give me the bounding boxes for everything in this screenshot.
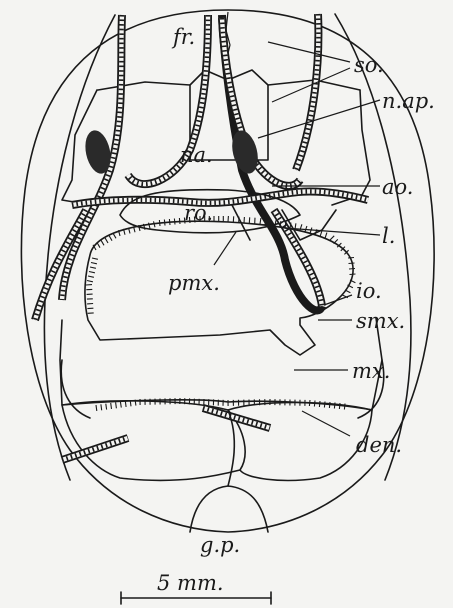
- leader-den: [302, 411, 350, 436]
- right-lateral-curve: [335, 14, 411, 480]
- label-io: io.: [356, 279, 382, 303]
- label-mx: mx.: [352, 359, 390, 383]
- leader-so-1: [268, 42, 350, 62]
- maxilla-lobe-left: [61, 360, 90, 418]
- label-den: den.: [356, 433, 402, 457]
- scale-bar-label: 5 mm.: [157, 571, 224, 595]
- label-na: na.: [180, 143, 213, 167]
- label-pmx: pmx.: [168, 271, 220, 295]
- left-lateral-curve: [44, 15, 115, 480]
- gular-split: [228, 410, 234, 486]
- label-fr: fr.: [171, 25, 195, 49]
- right-antorbital: [332, 90, 370, 205]
- leader-io: [324, 295, 352, 305]
- label-so: so.: [354, 53, 384, 77]
- label-ro: ro.: [184, 201, 213, 225]
- scale-bar: 5 mm.: [121, 571, 271, 604]
- gular-plate: [190, 486, 268, 532]
- leader-l: [285, 228, 380, 235]
- label-ao: ao.: [382, 175, 413, 199]
- dentary-right: [228, 403, 372, 481]
- label-smx: smx.: [356, 309, 405, 333]
- label-gp: g.p.: [200, 533, 240, 557]
- label-l: l.: [382, 224, 395, 248]
- maxilla: [60, 318, 382, 410]
- leader-pmx: [214, 232, 236, 265]
- label-nap: n.ap.: [382, 89, 435, 113]
